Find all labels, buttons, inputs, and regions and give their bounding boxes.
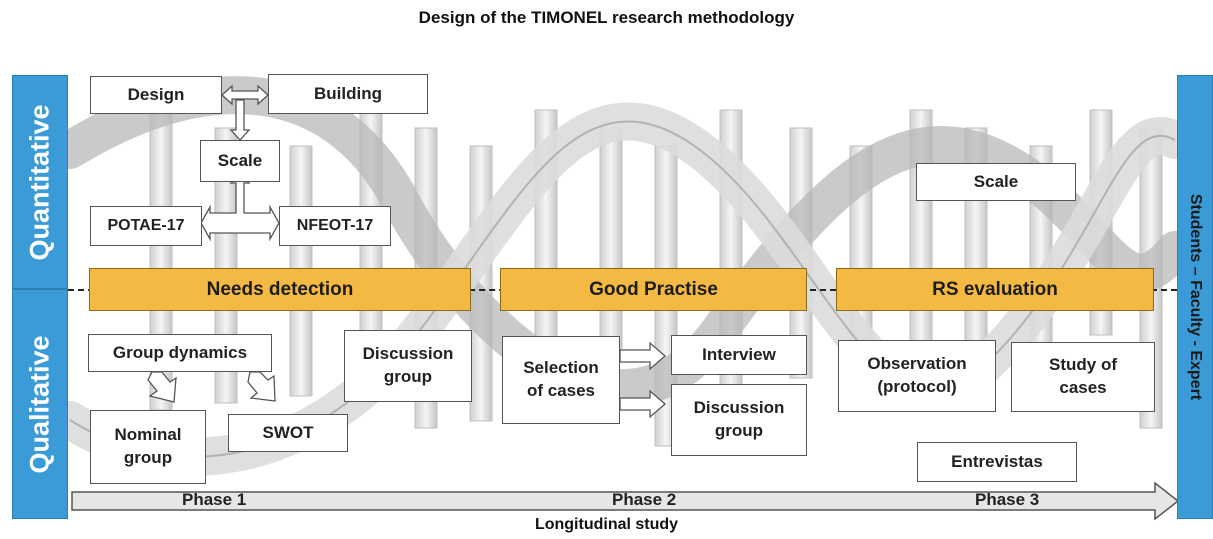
phase-3-label: Phase 3 (975, 490, 1040, 509)
discussion-group-box-2: Discussion group (671, 384, 807, 456)
observation-box: Observation (protocol) (838, 340, 996, 412)
selection-of-cases-box: Selection of cases (502, 336, 620, 424)
swot-box: SWOT (228, 414, 348, 452)
scale-box-right: Scale (916, 163, 1076, 201)
quantitative-axis-label: Quantitative (24, 103, 55, 261)
helix-rung (599, 127, 623, 354)
scale-vertical-arrow-top (229, 99, 251, 141)
longitudinal-study-label: Longitudinal study (534, 516, 679, 533)
timeline-arrow (71, 481, 1180, 521)
diagram-title: Design of the TIMONEL research methodolo… (418, 8, 795, 27)
good-practise-bar: Good Practise (500, 268, 807, 311)
participants-axis-label: Students – Faculty - Expert (1187, 193, 1205, 401)
phase-2-label: Phase 2 (612, 490, 677, 509)
qualitative-axis-bar: Qualitative (12, 289, 68, 519)
needs-detection-bar: Needs detection (89, 268, 471, 311)
nfeot-box: NFEOT-17 (279, 206, 391, 246)
scale-box-left: Scale (200, 140, 280, 182)
group-dynamics-down-arrows (147, 371, 276, 403)
interview-box: Interview (671, 335, 807, 375)
potae-box: POTAE-17 (90, 206, 202, 246)
entrevistas-box: Entrevistas (917, 442, 1077, 482)
study-of-cases-box: Study of cases (1011, 342, 1155, 412)
qualitative-axis-label: Qualitative (24, 334, 55, 474)
selection-arrows (619, 341, 666, 419)
quantitative-axis-bar: Quantitative (12, 75, 68, 289)
phase-1-label: Phase 1 (182, 490, 247, 509)
rs-evaluation-bar: RS evaluation (836, 268, 1154, 311)
participants-axis-bar: Students – Faculty - Expert (1177, 75, 1213, 519)
nominal-group-box: Nominal group (90, 410, 206, 484)
scale-branch-arrows (200, 173, 280, 242)
design-box: Design (90, 76, 222, 114)
discussion-group-box-1: Discussion group (344, 330, 472, 402)
group-dynamics-box: Group dynamics (88, 334, 272, 372)
building-box: Building (268, 74, 428, 114)
